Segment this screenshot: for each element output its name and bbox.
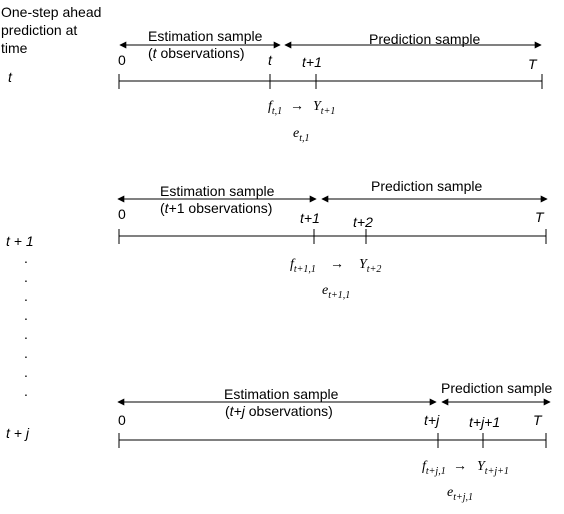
arrow-symbol: → [330, 257, 344, 272]
tick-label-zero: 0 [118, 412, 126, 428]
observations-label: (t+j observations) [225, 403, 333, 419]
error-e: et,1 [293, 126, 310, 144]
observations-label: (t observations) [148, 45, 245, 61]
forecast-f: ft,1 [268, 99, 282, 117]
heading-line-1: One-step ahead [1, 4, 101, 20]
ellipsis-dot: . [24, 326, 28, 342]
tick-label-end: T [535, 209, 545, 225]
tick-label-zero: 0 [118, 52, 126, 68]
prediction-sample-label: Prediction sample [371, 178, 482, 194]
arrow-symbol: → [290, 99, 304, 114]
ellipsis-dot: . [24, 288, 28, 304]
forecast-y: Yt+2 [359, 257, 381, 275]
tick-label-end: T [533, 412, 543, 428]
time-label: t [8, 69, 13, 85]
tick-label-zero: 0 [118, 206, 126, 222]
prediction-sample-label: Prediction sample [441, 380, 552, 396]
row-t-plus-j: t + j Estimation sample (t+j observation… [6, 380, 552, 503]
tick-label-next: t+2 [353, 214, 373, 230]
ellipsis-dot: . [24, 307, 28, 323]
ellipsis-dot: . [24, 269, 28, 285]
estimation-sample-label: Estimation sample [160, 183, 275, 199]
tick-label-end: T [528, 56, 538, 72]
ellipsis-dot: . [24, 383, 28, 399]
forecast-y: Yt+1 [313, 99, 335, 117]
tick-label-split: t [268, 52, 273, 68]
tick-label-next: t+1 [302, 54, 322, 70]
ellipsis-dot: . [24, 364, 28, 380]
error-e: et+j,1 [447, 485, 473, 503]
ellipsis-dot: . [24, 250, 28, 266]
forecast-f: ft+j,1 [422, 459, 446, 477]
estimation-sample-label: Estimation sample [148, 28, 263, 44]
tick-label-split: t+1 [300, 210, 320, 226]
row-t-plus-1: t + 1 Estimation sample (t+1 observation… [6, 178, 548, 301]
time-label: t + 1 [6, 233, 34, 249]
tick-label-split: t+j [424, 412, 440, 428]
heading-line-3: time [1, 40, 28, 56]
estimation-sample-label: Estimation sample [224, 386, 339, 402]
vertical-ellipsis: . . . . . . . . [24, 250, 28, 399]
time-label: t + j [6, 425, 30, 441]
heading-line-2: prediction at [1, 22, 77, 38]
error-e: et+1,1 [322, 283, 350, 301]
row-t: t Estimation sample (t observations) Pre… [8, 28, 543, 144]
arrow-symbol: → [453, 459, 467, 474]
ellipsis-dot: . [24, 345, 28, 361]
tick-label-next: t+j+1 [469, 414, 500, 430]
forecast-y: Yt+j+1 [477, 459, 509, 477]
observations-label: (t+1 observations) [160, 200, 272, 216]
forecast-f: ft+1,1 [290, 257, 316, 275]
